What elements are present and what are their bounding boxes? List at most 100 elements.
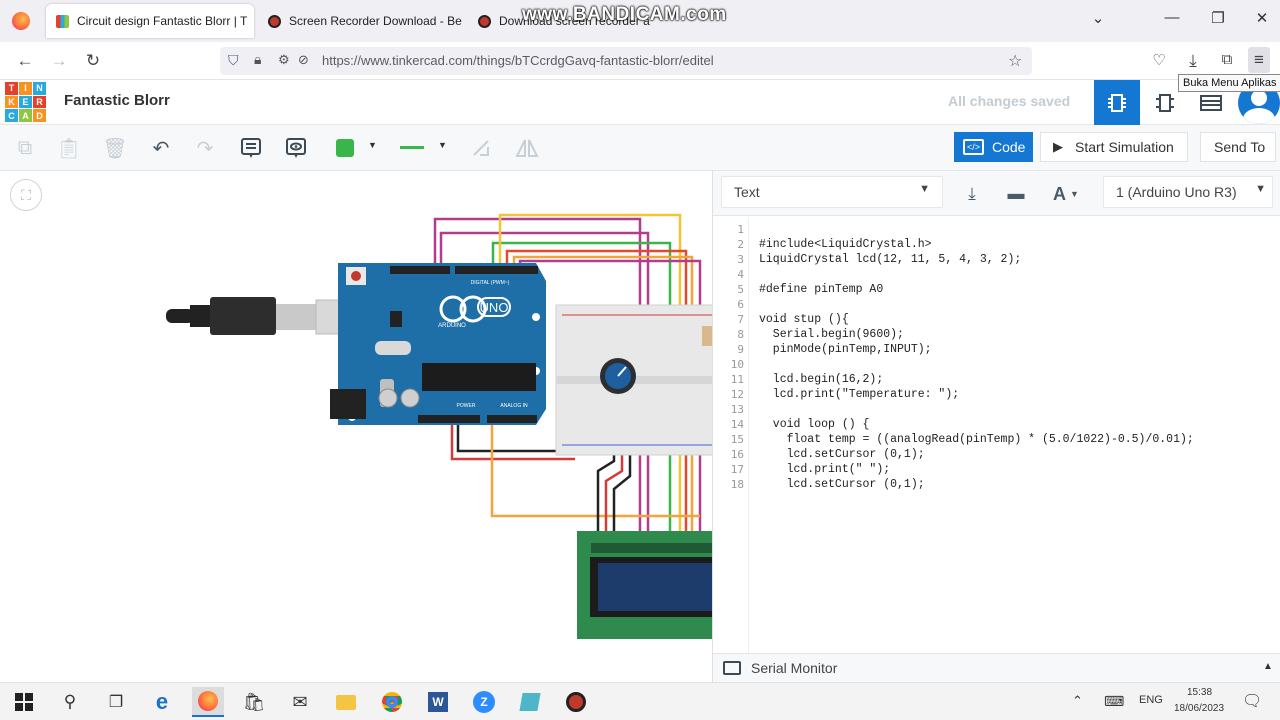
code-line[interactable]: void loop () { [759,418,870,431]
url-text[interactable]: https://www.tinkercad.com/things/bTCcrdg… [322,53,714,68]
logo-letter: N [33,82,46,95]
keyboard-icon[interactable]: ⌨ [1104,693,1125,709]
notes-icon[interactable] [238,135,264,161]
code-line[interactable]: Serial.begin(9600); [759,328,904,341]
start-simulation-button[interactable]: ▶ Start Simulation [1040,132,1188,162]
address-bar[interactable]: ⛉ 🔒︎ ⚙ ⊘ https://www.tinkercad.com/thing… [220,47,1032,75]
code-line[interactable]: lcd.begin(16,2); [759,373,884,386]
word-icon[interactable]: W [422,687,454,717]
chevron-down-icon: ▼ [368,140,377,150]
delete-icon[interactable]: 🗑︎ [102,137,128,160]
language-indicator[interactable]: ENG [1139,694,1163,706]
edge-icon[interactable]: e [155,689,169,714]
store-icon[interactable]: 🛍︎ [242,691,266,712]
bookmark-star-icon[interactable]: ☆ [1008,53,1023,70]
zoom-to-fit-icon[interactable]: ⛶ [10,179,42,211]
mail-icon[interactable]: ✉ [292,691,308,712]
logo-letter: R [33,95,46,109]
code-line[interactable]: #define pinTemp A0 [759,283,884,296]
libraries-icon[interactable]: ▬ [1007,184,1025,203]
restore-icon[interactable]: ❐ [1211,10,1225,27]
chevron-up-icon[interactable]: ⌃ [1072,693,1083,708]
code-line[interactable]: lcd.print("Temperature: "); [759,388,960,401]
wires[interactable] [433,213,702,531]
tab-circuit-design[interactable]: Circuit design Fantastic Blorr | T ✕ [46,4,254,38]
lock-icon[interactable]: 🔒︎ [254,51,262,67]
serial-monitor-bar[interactable]: Serial Monitor ▲ [713,653,1280,682]
code-line[interactable]: #include<LiquidCrystal.h> [759,238,932,251]
circuit-drawing: UNO ARDUINO DIGITAL (PWM~) ANALOG IN POW… [166,213,712,639]
close-window-icon[interactable]: ✕ [1255,10,1269,27]
code-line[interactable]: lcd.print(" "); [759,463,891,476]
paste-icon[interactable]: 📋︎ [56,137,82,160]
code-line[interactable]: lcd.setCursor (0,1); [759,478,925,491]
circuit-canvas[interactable]: ⛶ [0,171,712,682]
undo-icon[interactable]: ↶ [152,137,170,160]
flip-icon[interactable] [514,135,540,161]
wire-type-dropdown[interactable]: ▼ [390,133,454,163]
permissions-icon[interactable]: ⚙ [278,52,290,67]
app-menu-icon[interactable]: ≡ [1248,47,1270,73]
notifications-icon[interactable]: 🗨︎ [1242,693,1263,710]
editor-toolbar: ⧉ 📋︎ 🗑︎ ↶ ↷ ▼ ▼ </> Code ▶ Start Simulat… [0,125,1280,171]
code-text-area[interactable]: #include<LiquidCrystal.h> LiquidCrystal l… [713,217,1280,653]
tinkercad-logo[interactable]: T I N K E R C A D [5,82,46,122]
code-line[interactable]: void stup (){ [759,313,849,326]
code-mode-select[interactable]: Text ▼ [721,176,943,208]
list-all-tabs-icon[interactable]: ⌄ [1091,10,1105,27]
schematic-view-button[interactable] [1142,80,1188,125]
component-list-button[interactable] [1188,80,1234,125]
tab-screen-recorder[interactable]: Screen Recorder Download - Be ✕ [258,4,464,38]
firefox-icon[interactable] [12,12,30,30]
arduino-uno-board[interactable]: UNO ARDUINO DIGITAL (PWM~) ANALOG IN POW… [330,263,546,425]
app-cube-icon[interactable] [514,687,546,717]
forward-arrow-icon[interactable]: → [50,51,68,70]
file-explorer-icon[interactable] [330,687,362,717]
extensions-icon[interactable]: ⧉ [1221,51,1233,68]
circuit-view-button[interactable] [1094,80,1140,125]
task-view-icon[interactable]: ❐ [108,694,124,711]
code-line[interactable]: lcd.setCursor (0,1); [759,448,925,461]
code-line[interactable]: pinMode(pinTemp,INPUT); [759,343,932,356]
font-size-icon[interactable]: A▼ [1053,183,1079,204]
code-line[interactable]: float temp = ((analogRead(pinTemp) * (5.… [759,433,1194,446]
windows-start-icon[interactable] [8,687,40,717]
firefox-taskbar-icon[interactable] [192,687,224,717]
search-icon[interactable]: ⚲ [63,692,77,711]
reload-icon[interactable]: ↻ [85,51,101,70]
bandicam-taskbar-icon[interactable] [560,687,592,717]
clock-time[interactable]: 15:38 [1187,687,1213,698]
back-arrow-icon[interactable]: ← [16,51,34,70]
code-panel-toolbar: Text ▼ ⤓ ▬ A▼ 1 (Arduino Uno R3) ▼ [713,171,1280,216]
wire-color-dropdown[interactable]: ▼ [326,133,382,163]
potentiometer[interactable] [600,358,636,394]
code-line[interactable]: LiquidCrystal lcd(12, 11, 5, 4, 3, 2); [759,253,1022,266]
lcd-16x2[interactable] [577,531,712,639]
copy-icon[interactable]: ⧉ [17,136,33,159]
redo-icon[interactable]: ↷ [196,137,214,160]
logo-letter: A [19,109,32,122]
browser-tab-strip: Circuit design Fantastic Blorr | T ✕ Scr… [0,0,1280,42]
chevron-up-icon[interactable]: ▲ [1263,661,1273,672]
resistor[interactable] [702,326,712,346]
board-select[interactable]: 1 (Arduino Uno R3) ▼ [1103,176,1273,208]
chrome-icon[interactable] [376,687,408,717]
code-button[interactable]: </> Code [954,132,1033,162]
bandicam-favicon-icon [478,14,491,28]
wire-color-swatch [336,139,354,157]
minimize-icon[interactable]: — [1164,9,1180,26]
project-title[interactable]: Fantastic Blorr [64,92,170,109]
notes-visibility-icon[interactable] [283,135,309,161]
tab-download-recorder[interactable]: Download screen recorder a [468,4,708,38]
send-to-button[interactable]: Send To [1200,132,1276,162]
clock-date[interactable]: 18/06/2023 [1174,703,1225,714]
rotate-icon[interactable] [468,135,494,161]
download-code-icon[interactable]: ⤓ [968,184,976,203]
zoom-icon[interactable]: Z [468,687,500,717]
shield-icon[interactable]: ⛉ [228,52,239,68]
downloads-icon[interactable]: ⤓ [1189,51,1197,70]
power-header-label: POWER [457,403,476,409]
camera-blocked-icon[interactable]: ⊘ [298,52,309,67]
pocket-icon[interactable]: ♡ [1152,52,1166,69]
usb-cable[interactable] [166,297,367,335]
